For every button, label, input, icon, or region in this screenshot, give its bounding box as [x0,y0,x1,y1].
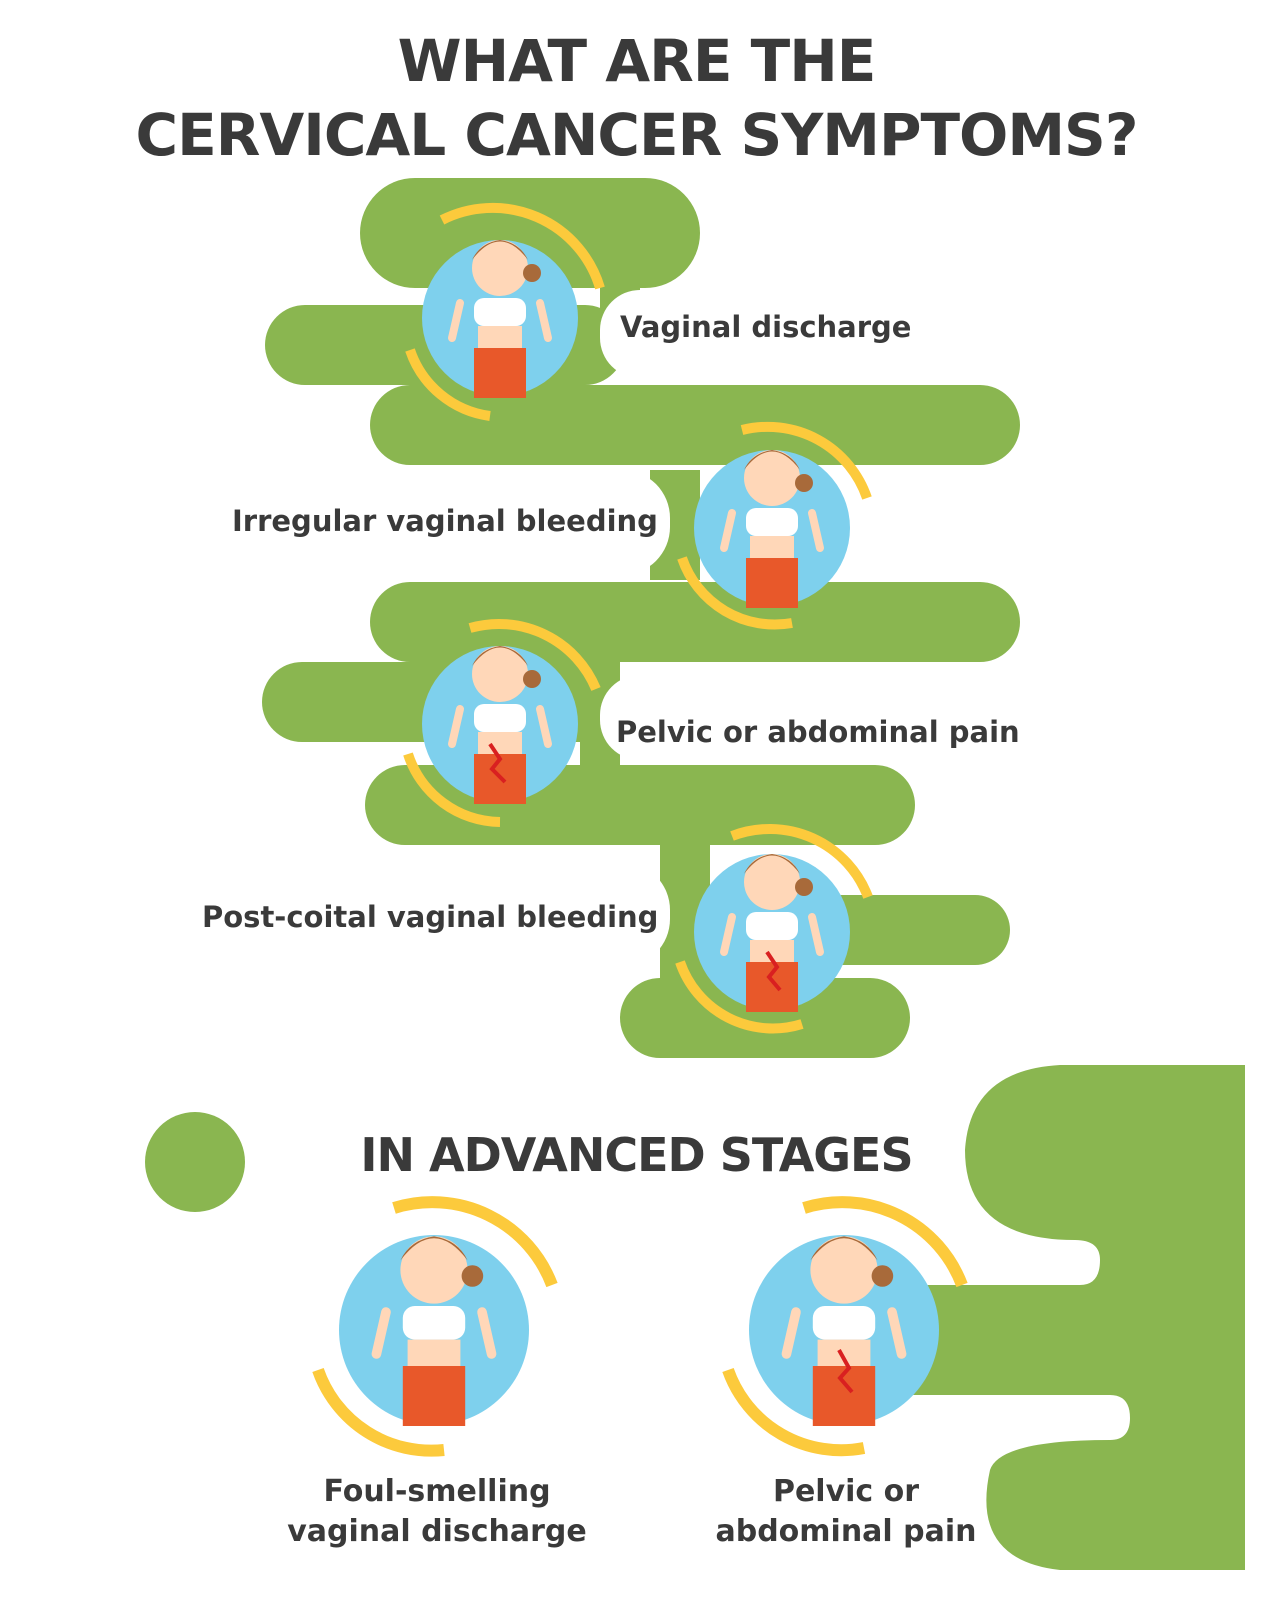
advanced-item-1-line1: Foul-smelling [323,1474,551,1509]
advanced-item-2-label: Pelvic or abdominal pain [646,1472,1046,1552]
symptom-label-2: Irregular vaginal bleeding [232,504,658,538]
symptom-label-4: Post-coital vaginal bleeding [202,900,659,934]
decor-dot [145,1112,245,1212]
symptom-label-1: Vaginal discharge [620,310,912,344]
advanced-item-2-line2: abdominal pain [715,1514,977,1549]
advanced-item-1-line2: vaginal discharge [287,1514,587,1549]
advanced-heading: IN ADVANCED STAGES [360,1128,913,1182]
page-title-line2: CERVICAL CANCER SYMPTOMS? [135,101,1139,169]
symptom-label-3: Pelvic or abdominal pain [616,715,1020,749]
woman-abdominal-pain-icon [722,1196,968,1457]
woman-bleeding-icon [677,421,872,630]
woman-pain-icon [403,619,601,827]
woman-postcoital-bleeding-icon [675,824,873,1034]
advanced-item-2-line1: Pelvic or [772,1474,920,1509]
advanced-item-1-label: Foul-smelling vaginal discharge [237,1472,637,1552]
page-title-line1: WHAT ARE THE [397,27,877,95]
woman-foul-smell-icon [312,1196,558,1457]
woman-discharge-icon [405,202,605,421]
